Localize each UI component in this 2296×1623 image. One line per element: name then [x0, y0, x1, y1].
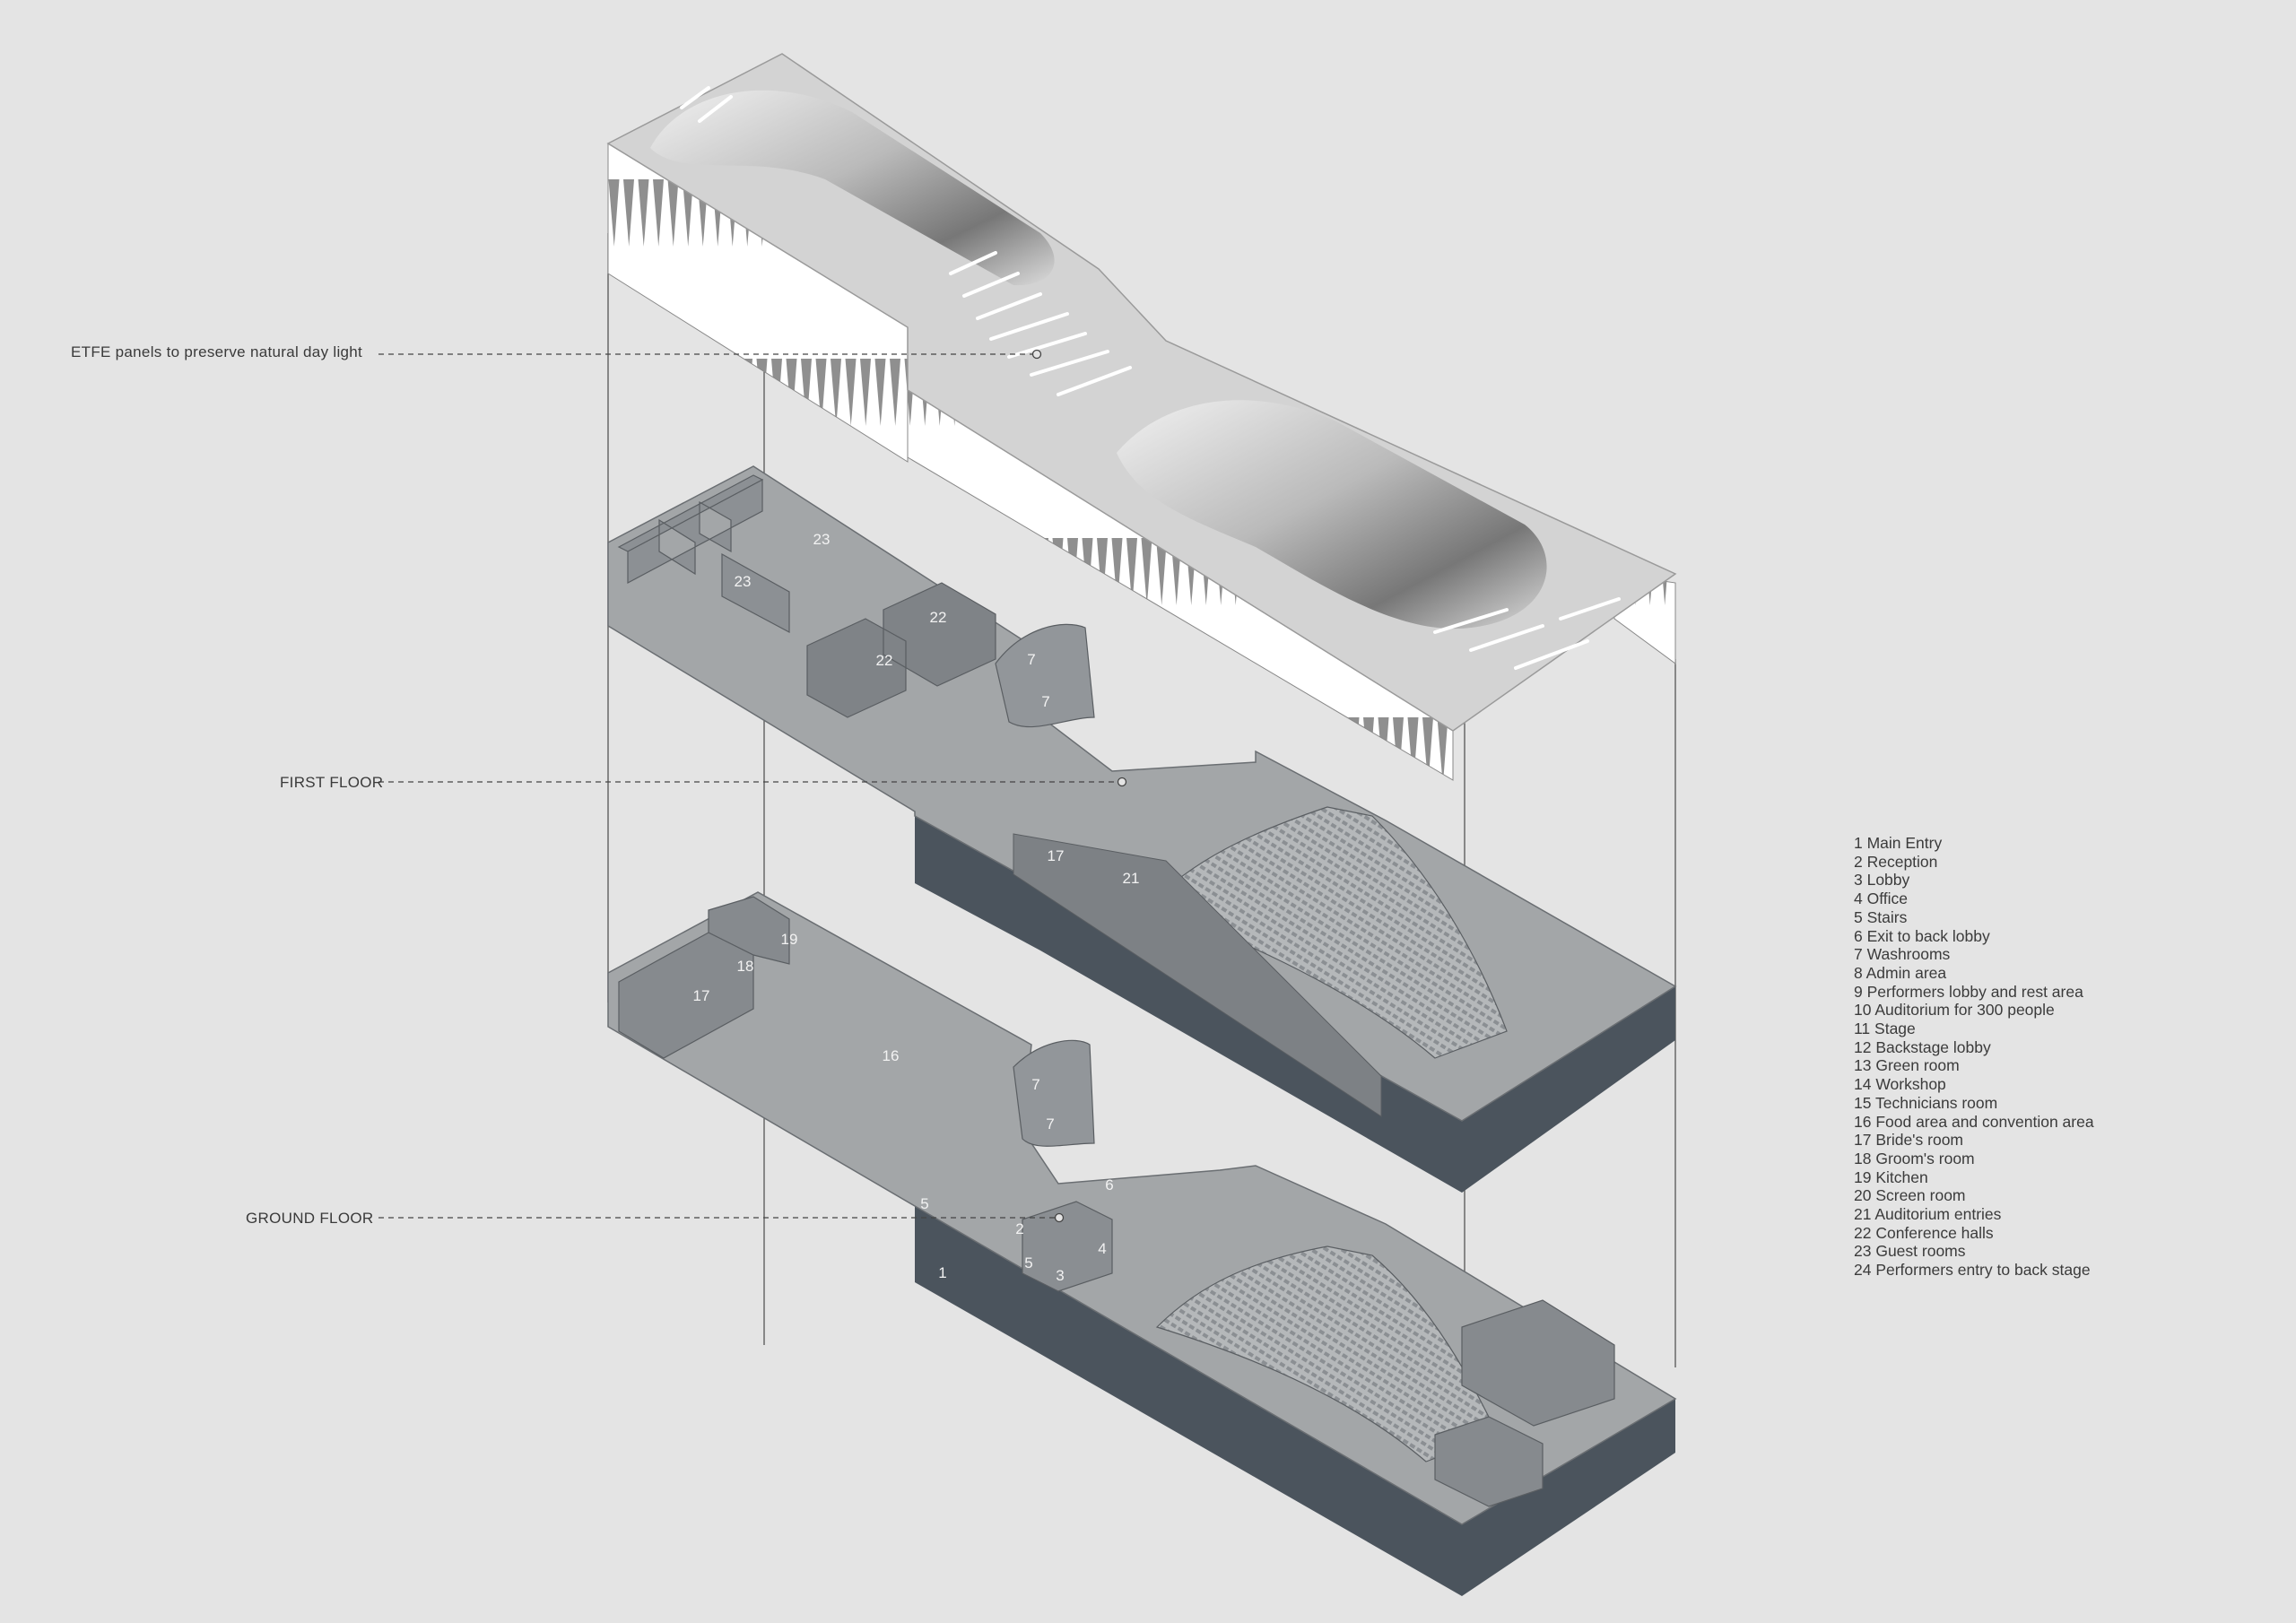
room-label: 5	[920, 1195, 928, 1212]
ground-floor-washroom-core	[1013, 1039, 1095, 1147]
legend-item: 19 Kitchen	[1854, 1167, 1928, 1186]
first-floor-auditorium-wall	[1013, 833, 1382, 1117]
room-label: 2	[1015, 1220, 1023, 1237]
ground-floor-rooms-block	[618, 896, 790, 1059]
legend-item: 8 Admin area	[1854, 963, 1947, 982]
callout-leaders	[378, 349, 1127, 1223]
first-floor-auditorium-seating	[1146, 806, 1508, 1059]
first-floor-plate	[607, 465, 1677, 1193]
room-label: 7	[1041, 693, 1049, 710]
room-label: 1	[938, 1264, 946, 1281]
room-label: 17	[693, 987, 710, 1004]
room-label: 16	[883, 1047, 900, 1064]
legend-item: 3 Lobby	[1854, 871, 1910, 890]
legend-item: 6 Exit to back lobby	[1854, 926, 1990, 945]
room-label: 4	[1098, 1240, 1106, 1257]
room-label: 7	[1027, 651, 1035, 668]
legend-item: 11 Stage	[1854, 1020, 1916, 1038]
legend-item: 2 Reception	[1854, 852, 1938, 871]
room-legend: 1 Main Entry 2 Reception 3 Lobby 4 Offic…	[1854, 834, 2094, 1280]
legend-item: 12 Backstage lobby	[1854, 1037, 1991, 1056]
legend-item: 1 Main Entry	[1854, 834, 1943, 852]
conference-hall-boxes	[806, 582, 996, 718]
room-label: 6	[1105, 1176, 1113, 1193]
roof-canopy	[606, 53, 1677, 781]
legend-item: 22 Conference halls	[1854, 1223, 1994, 1242]
legend-item: 18 Groom's room	[1854, 1149, 1975, 1167]
room-label: 19	[781, 931, 798, 948]
first-floor-room-labels: 23 23 22 22 7 7 17 21	[735, 531, 1140, 887]
legend-item: 16 Food area and convention area	[1854, 1112, 2094, 1131]
legend-item: 15 Technicians room	[1854, 1093, 1998, 1112]
first-floor-washroom-core	[995, 623, 1095, 728]
ground-floor-plate	[607, 891, 1677, 1596]
legend-item: 4 Office	[1854, 890, 1908, 908]
room-label: 3	[1056, 1267, 1064, 1284]
roof-callout-label: ETFE panels to preserve natural day ligh…	[71, 343, 363, 360]
roof-vault-east	[1117, 400, 1547, 629]
legend-item: 9 Performers lobby and rest area	[1854, 982, 2083, 1001]
legend-item: 20 Screen room	[1854, 1186, 1966, 1205]
etfe-panel-slits	[680, 86, 1621, 670]
ground-floor-room-labels: 19 18 17 16 7 7 6 5 2 5 4 3 1	[693, 931, 1114, 1284]
legend-item: 13 Green room	[1854, 1056, 1960, 1075]
room-label: 18	[737, 958, 754, 975]
guest-rooms-block	[617, 474, 790, 633]
legend-item: 10 Auditorium for 300 people	[1854, 1001, 2055, 1020]
ground-floor-callout-label: GROUND FLOOR	[246, 1210, 374, 1227]
room-label: 22	[930, 609, 947, 626]
legend-item: 24 Performers entry to back stage	[1854, 1261, 2091, 1280]
legend-item: 5 Stairs	[1854, 907, 1908, 926]
first-floor-callout-label: FIRST FLOOR	[280, 774, 384, 791]
room-label: 22	[876, 652, 893, 669]
legend-item: 14 Workshop	[1854, 1075, 1946, 1094]
room-label: 17	[1048, 847, 1065, 864]
ground-floor-entry-zone	[1022, 1201, 1113, 1292]
room-label: 7	[1031, 1076, 1039, 1093]
legend-item: 7 Washrooms	[1854, 945, 1951, 964]
legend-item: 23 Guest rooms	[1854, 1242, 1966, 1261]
legend-item: 17 Bride's room	[1854, 1131, 1964, 1150]
room-label: 23	[813, 531, 831, 548]
legend-item: 21 Auditorium entries	[1854, 1205, 2002, 1224]
room-label: 5	[1024, 1254, 1032, 1271]
roof-vault-west	[650, 90, 1055, 286]
room-label: 23	[735, 573, 752, 590]
ground-floor-backstage-rooms	[1434, 1299, 1615, 1507]
room-label: 7	[1046, 1115, 1054, 1133]
room-label: 21	[1123, 870, 1140, 887]
